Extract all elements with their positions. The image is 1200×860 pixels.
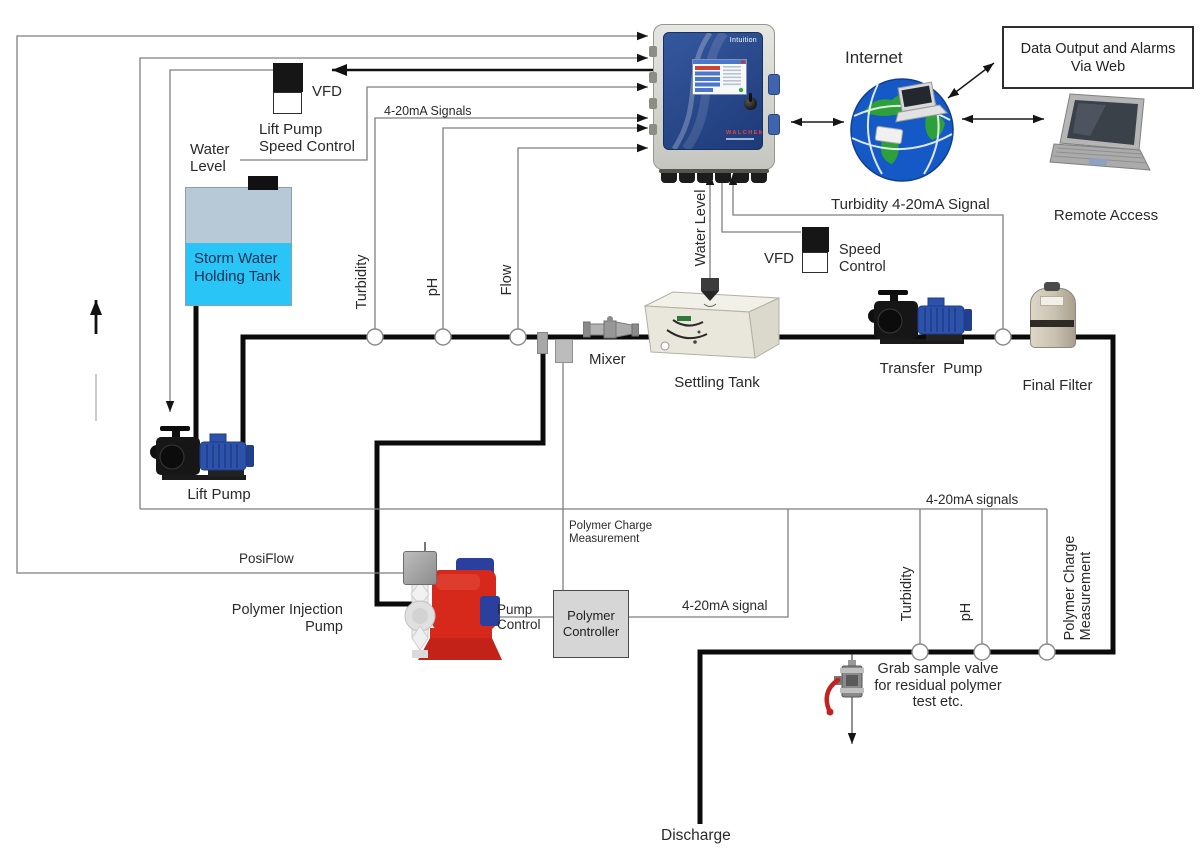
signals-bottom-label: 4-20mA signals (926, 492, 1019, 507)
polymer-charge-probe-icon (555, 339, 573, 363)
polymer-injection-pump-icon (382, 542, 507, 669)
line-ph-main (442, 123, 648, 329)
storm-water-holding-tank: Storm Water Holding Tank (185, 187, 292, 306)
controller-touchscreen[interactable] (692, 59, 747, 95)
transfer-pump-icon (868, 288, 978, 351)
line-transfer-turbidity (728, 174, 1004, 329)
line-polymer-controller-signal (628, 509, 789, 618)
polymer-controller-box: Polymer Controller (553, 590, 629, 658)
globe-computer (895, 81, 949, 123)
flow-main-label: Flow (499, 264, 515, 296)
controller-maker: WALCHEM (726, 130, 763, 136)
transfer-pump-label: Transfer Pump (879, 360, 983, 377)
posiflow-label: PosiFlow (239, 551, 294, 566)
network-arrows (791, 62, 1044, 127)
data-output-line1: Data Output and Alarms (1020, 40, 1176, 57)
line-flow-main (517, 143, 648, 329)
grab-sample-valve-icon[interactable] (824, 660, 874, 725)
vfd-transfer-label: VFD (764, 250, 794, 267)
final-filter-icon (1030, 282, 1076, 348)
line-vfd-to-lift-pump (165, 69, 273, 412)
posiflow-sensor-icon (403, 542, 437, 585)
turbidity-discharge-label: Turbidity (899, 566, 915, 622)
injection-fitting-icon (537, 332, 548, 354)
settling-tank-icon (643, 286, 781, 369)
tee-turbidity-discharge (911, 643, 929, 661)
tee-flow-main (509, 328, 527, 346)
mixer-label: Mixer (589, 351, 626, 368)
signal-single-label: 4-20mA signal (682, 598, 768, 613)
remote-access-label: Remote Access (1053, 207, 1159, 224)
enclosure-latch (768, 74, 780, 95)
line-420ma-trunk-to-controller (139, 53, 648, 509)
controller-brand: Intuition (729, 37, 757, 44)
lift-pump-label: Lift Pump (187, 486, 251, 503)
internet-globe-icon (846, 74, 958, 191)
enclosure-latch (768, 114, 780, 135)
door-latch-knob[interactable] (744, 93, 757, 110)
settling-tank-label: Settling Tank (674, 374, 760, 391)
signal-lines (16, 31, 1048, 644)
ph-main-label: pH (425, 277, 441, 297)
settling-level-sensor-icon (694, 278, 726, 313)
sensor-tees (366, 328, 1056, 661)
ph-discharge-label: pH (958, 602, 974, 622)
line-water-level-to-controller (240, 82, 648, 161)
pipe-polymer-injection (374, 339, 546, 607)
data-output-box: Data Output and Alarms Via Web (1002, 26, 1194, 89)
mixer-icon (582, 315, 640, 348)
tee-ph-discharge (973, 643, 991, 661)
remote-access-laptop-icon (1048, 90, 1163, 195)
signals-top-label: 4-20mA Signals (384, 104, 472, 118)
arrow-internet-databox (947, 62, 995, 99)
lift-pump-icon (150, 424, 260, 487)
storm-tank-label: Storm Water Holding Tank (194, 250, 281, 285)
pipe-main-line (240, 334, 1116, 824)
tee-turbidity-main (366, 328, 384, 346)
tee-pcm-discharge (1038, 643, 1056, 661)
line-speed-control-to-vfd (721, 172, 801, 233)
turbidity-signal-label: Turbidity 4-20mA Signal (831, 196, 990, 213)
tee-turbidity-transfer (994, 328, 1012, 346)
turbidity-main-label: Turbidity (354, 254, 370, 310)
line-turbidity-main (374, 113, 648, 329)
controller-door: Intuition (663, 32, 763, 150)
line-posiflow-to-controller (16, 31, 648, 574)
vfd-lift-label: VFD (312, 83, 342, 100)
data-output-line2: Via Web (1070, 58, 1126, 75)
tee-ph-main (434, 328, 452, 346)
final-filter-label: Final Filter (1022, 377, 1093, 394)
walchem-controller: Intuition (649, 24, 780, 183)
process-pipes (193, 305, 1116, 824)
vfd-transfer-icon (802, 227, 829, 252)
cable-glands (661, 170, 767, 183)
water-level-settling-label: Water Level (693, 189, 709, 267)
internet-label: Internet (845, 48, 903, 67)
discharge-label: Discharge (661, 827, 731, 844)
tank-level-sensor-icon (248, 176, 278, 190)
vfd-lift-icon (273, 63, 303, 92)
